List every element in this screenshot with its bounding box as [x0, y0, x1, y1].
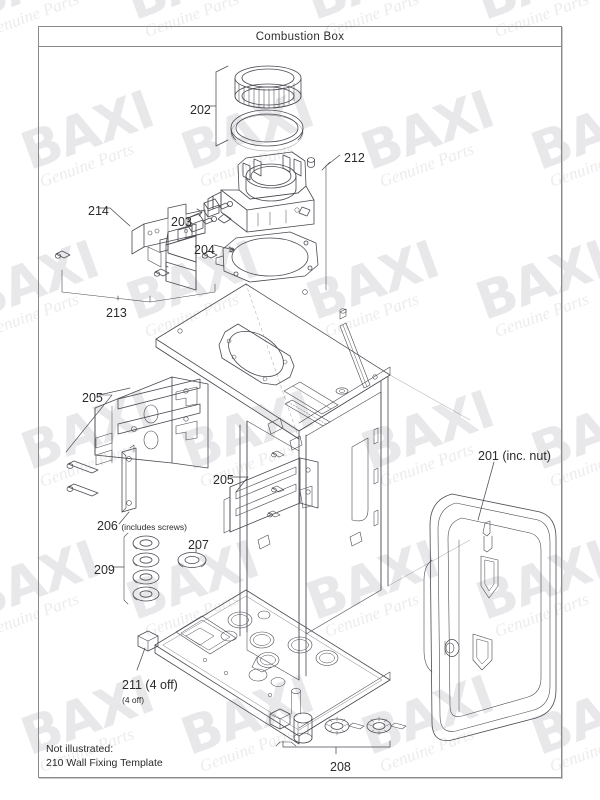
part-211-foot-on-base [269, 708, 291, 730]
part-209-washers [132, 535, 160, 602]
page-title: Combustion Box [255, 30, 345, 43]
part-202-ring [230, 109, 304, 152]
callout-leaders [61, 65, 495, 755]
part-207-washer [177, 552, 207, 568]
part-213-transformer [147, 223, 197, 291]
chassis-base-plate [154, 589, 391, 745]
drawing-frame: Combustion Box [38, 26, 562, 778]
diagram-title-bar: Combustion Box [39, 27, 561, 47]
part-211-foot [137, 630, 159, 652]
part-206-clip [121, 444, 137, 513]
part-205-upper-bracket [94, 376, 209, 469]
part-202-collar [234, 65, 302, 109]
part-214-bracket [131, 203, 206, 255]
part-212-chamber [207, 151, 315, 233]
fixing-screws-213 [54, 250, 218, 277]
part-205-lower-bracket [223, 450, 319, 534]
part-208-fixings [293, 712, 407, 744]
part-201-front-cover [423, 493, 557, 741]
part-206-screws [66, 460, 99, 497]
